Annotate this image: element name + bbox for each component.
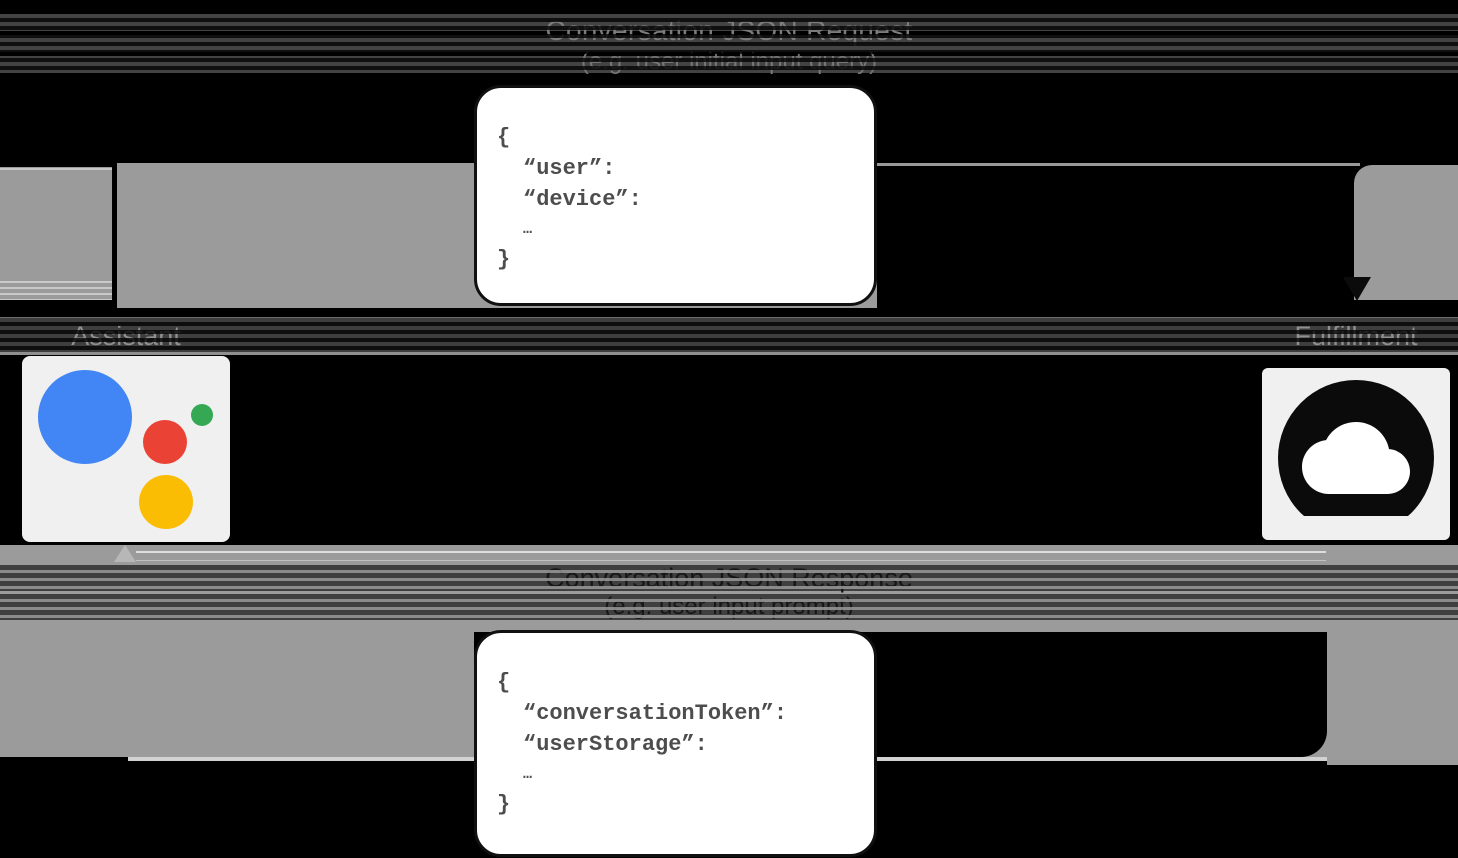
code-line: } [497,792,511,817]
code-line: “user”: [523,156,616,181]
fulfillment-label: Fulfillment [1294,321,1418,351]
bottom-arrow-band-right [1327,632,1458,765]
bottom-arrow-line [136,551,1326,553]
code-line: { [497,670,511,695]
response-title: Conversation JSON Response [545,562,913,593]
bottom-arrow-line [136,560,1326,561]
code-line: } [497,247,511,272]
request-code-box: { “user”: “device”: … } [474,85,877,306]
assistant-node [22,356,230,542]
background-block [877,632,1327,757]
code-ellipsis: … [523,766,533,783]
code-line: “userStorage”: [523,732,708,757]
top-arrow-band-left [0,167,112,300]
arrowhead-down-icon [1343,277,1371,301]
top-arrow-line [877,163,1360,166]
request-label-band: Conversation JSON Request (e.g. user ini… [0,14,1458,77]
assistant-label: Assistant [71,321,181,351]
assistant-logo-green-dot [191,404,213,426]
response-code-box: { “conversationToken”: “userStorage”: … … [474,630,877,857]
response-title-bar: Conversation JSON Response [0,562,1458,593]
arrow-line-highlight [0,168,112,170]
response-subtitle: (e.g. user input prompt) [604,593,854,620]
code-line: { [497,125,511,150]
arrow-line-highlight [0,281,112,300]
bottom-arrow-band-left [0,632,474,757]
code-line: “conversationToken”: [523,701,788,726]
response-subtitle-bar: (e.g. user input prompt) [0,593,1458,620]
code-line: “device”: [523,187,642,212]
top-arrow-band-right [1354,165,1458,300]
bottom-arrow-band: Conversation JSON Response (e.g. user in… [0,545,1458,632]
assistant-logo-red-dot [143,420,187,464]
arrowhead-up-icon [114,545,136,562]
assistant-logo-yellow-dot [139,475,193,529]
request-subtitle: (e.g. user initial input query) [580,48,878,75]
fulfillment-node [1262,368,1450,540]
node-band-underline [0,352,1458,355]
assistant-logo-blue-dot [38,370,132,464]
node-label-band: Assistant Fulfillment [0,317,1458,354]
request-title: Conversation JSON Request [545,15,913,46]
code-ellipsis: … [523,221,533,238]
cloud-icon [1268,380,1444,540]
